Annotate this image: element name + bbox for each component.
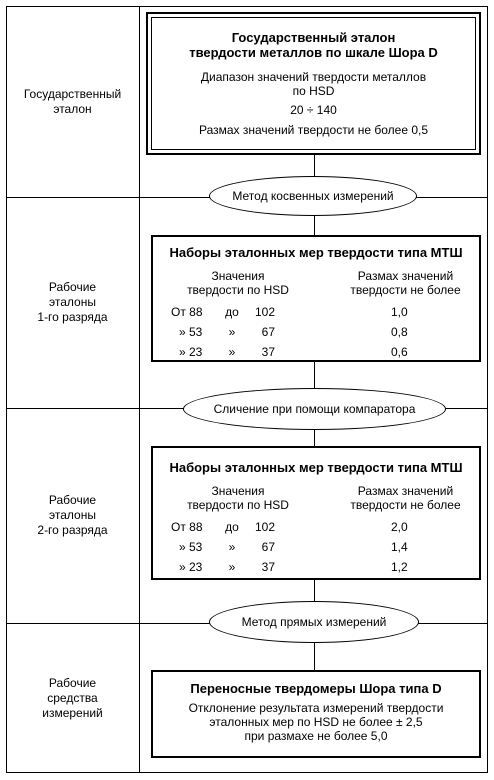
set1-col2-header: Размах значений твердости не более (350, 269, 461, 297)
set1-box: Наборы эталонных мер твердости типа МТШ … (151, 235, 481, 362)
diagram-frame (6, 6, 488, 773)
level-working-2: Рабочие эталоны 2-го разряда (6, 408, 139, 623)
level-working-2-label: Рабочие эталоны 2-го разряда (37, 493, 108, 537)
state-standard-box: Государственный эталон твердости металло… (146, 12, 481, 155)
state-spread: Размах значений твердости не более 0,5 (198, 123, 429, 137)
range-value: 20 ÷ 140 (290, 103, 337, 117)
set2-row-2: » 53»67 (179, 540, 275, 554)
set2-col2-header: Размах значений твердости не более (350, 484, 461, 512)
method-direct-oval: Метод прямых измерений (209, 601, 419, 643)
level-state-label: Государственный эталон (23, 86, 122, 116)
column-divider (139, 6, 140, 773)
set1-row-3: » 23»37 (179, 345, 275, 359)
level-working-1: Рабочие эталоны 1-го разряда (6, 197, 139, 408)
set1-row-1-spread: 1,0 (391, 305, 408, 319)
set1-row-2: » 53»67 (179, 325, 275, 339)
set1-row-2-spread: 0,8 (391, 325, 408, 339)
instruments-description: Отклонение результата измерений твердост… (188, 701, 444, 743)
instruments-box: Переносные твердомеры Шора типа D Отклон… (151, 670, 481, 758)
state-standard-title: Государственный эталон твердости металло… (189, 30, 438, 60)
set2-title: Наборы эталонных мер твердости типа МТШ (169, 460, 463, 475)
set2-row-3: » 23»37 (179, 560, 275, 574)
level-instruments-label: Рабочие средства измерений (42, 675, 103, 720)
set1-col1-header: Значения твердости по HSD (187, 269, 289, 297)
range-label: Диапазон значений твердости металлов по … (200, 70, 427, 98)
level-state: Государственный эталон (6, 6, 139, 197)
level-instruments: Рабочие средства измерений (6, 623, 139, 773)
set1-title: Наборы эталонных мер твердости типа МТШ (169, 245, 463, 260)
set2-row-3-spread: 1,2 (391, 560, 408, 574)
set2-row-2-spread: 1,4 (391, 540, 408, 554)
set1-row-3-spread: 0,6 (391, 345, 408, 359)
instruments-title: Переносные твердомеры Шора типа D (190, 681, 442, 696)
set2-box: Наборы эталонных мер твердости типа МТШ … (151, 446, 481, 580)
level-working-1-label: Рабочие эталоны 1-го разряда (37, 280, 108, 324)
method-comparator-oval: Сличение при помощи компаратора (183, 388, 446, 430)
method-indirect-oval: Метод косвенных измерений (209, 176, 417, 216)
set2-col1-header: Значения твердости по HSD (187, 484, 289, 512)
set2-row-1-spread: 2,0 (391, 520, 408, 534)
